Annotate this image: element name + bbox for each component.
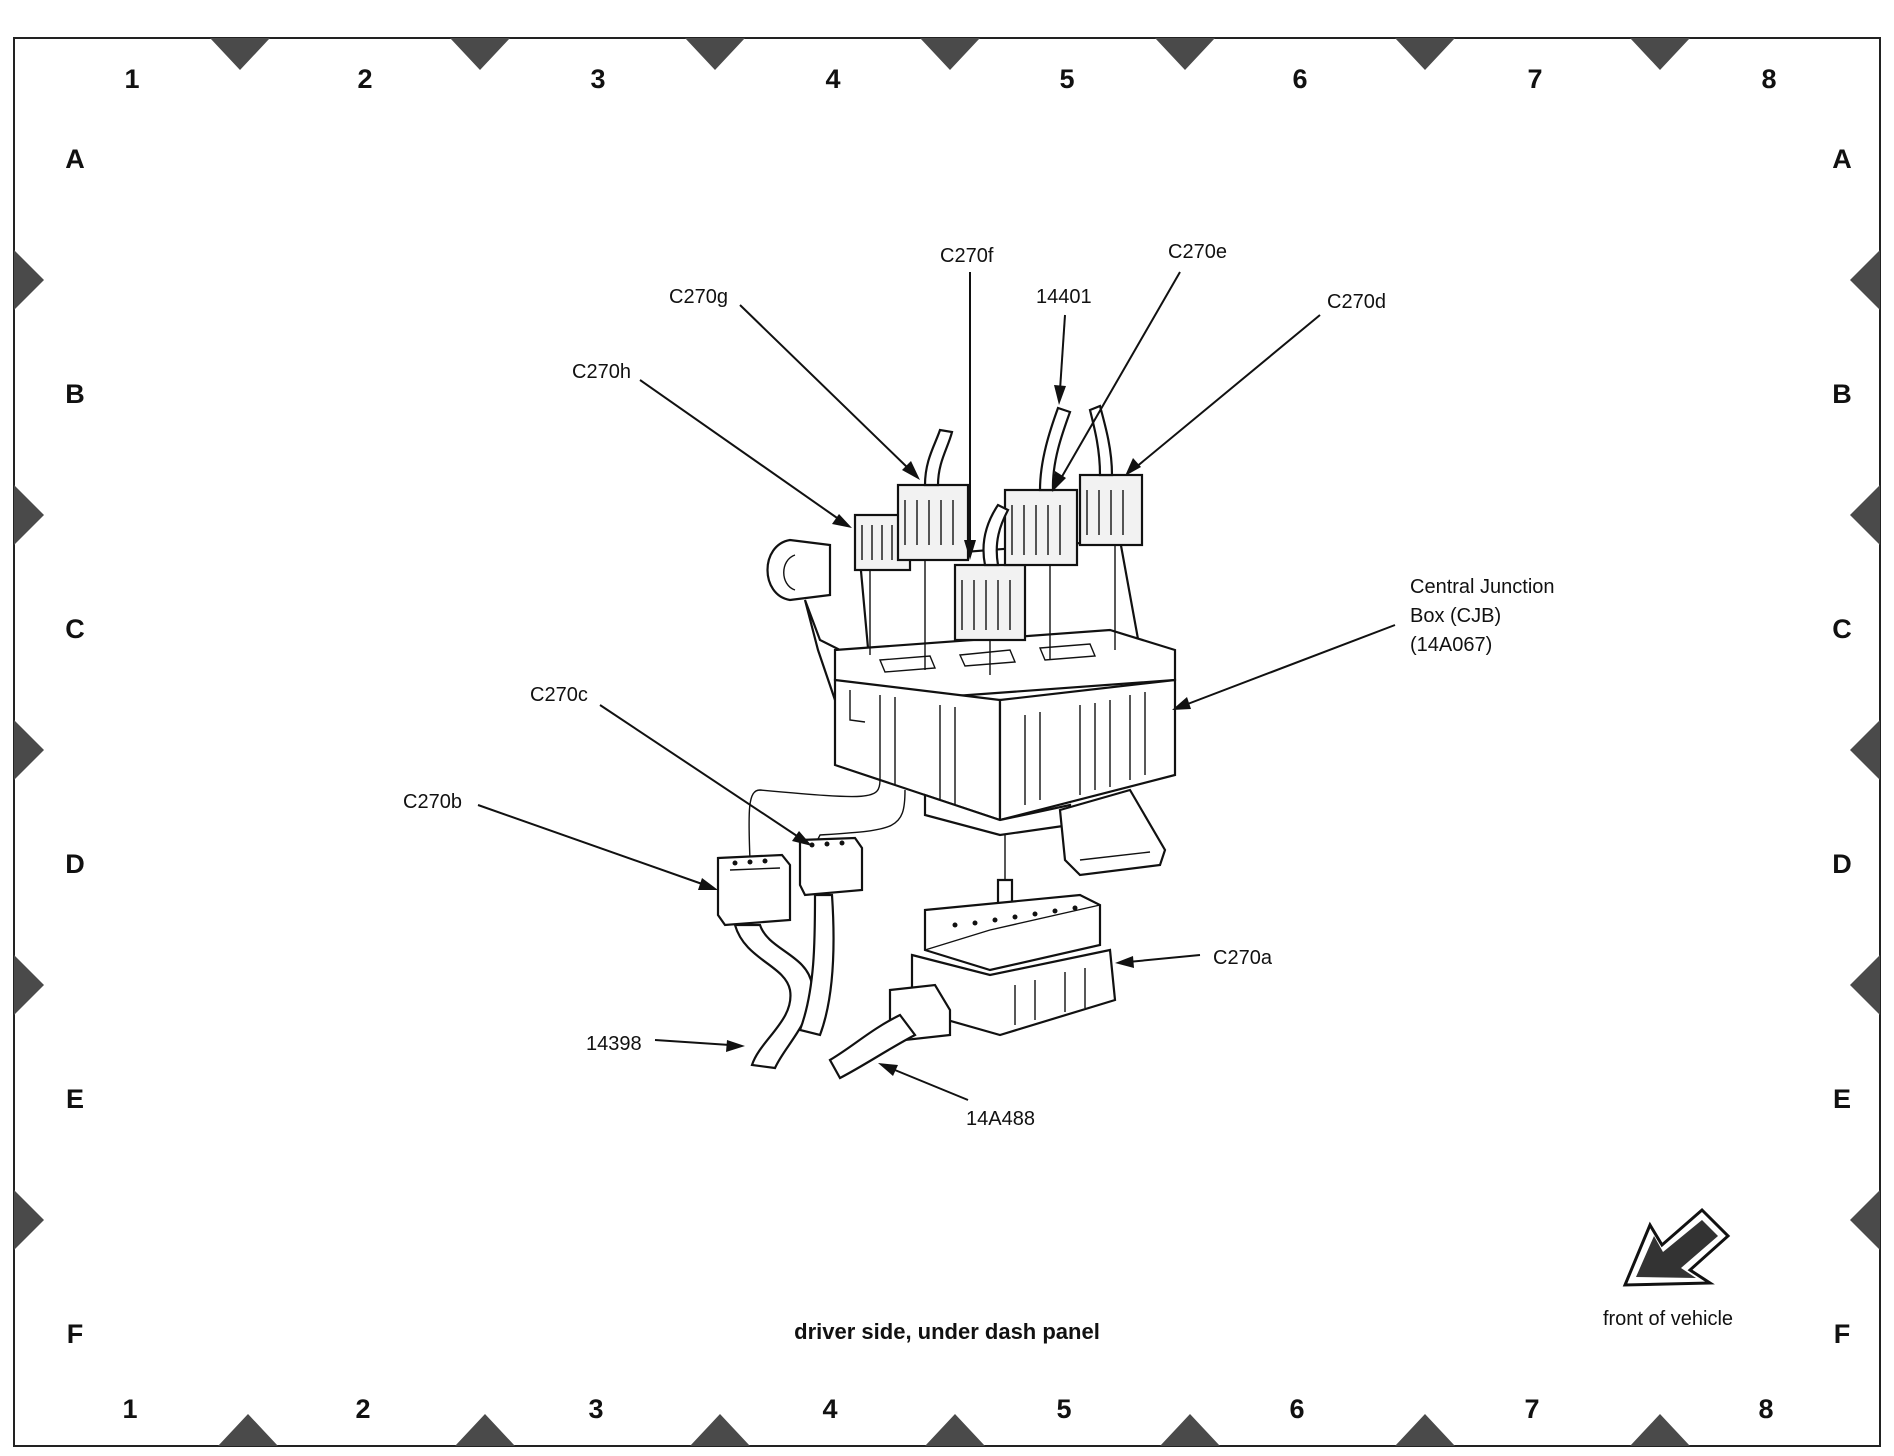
grid-col-2-top: 2 [357, 64, 372, 94]
grid-col-1-top: 1 [124, 64, 139, 94]
grid-row-a-right: A [1832, 144, 1852, 174]
front-of-vehicle-label: front of vehicle [1603, 1308, 1733, 1330]
central-junction-box [766, 404, 1177, 877]
bottom-column-labels: 1 2 3 4 5 6 7 8 [122, 1394, 1773, 1424]
label-c270d: C270d [1327, 291, 1386, 313]
grid-col-5-bottom: 5 [1056, 1394, 1071, 1424]
grid-col-4-top: 4 [825, 64, 840, 94]
label-cjb-line2: Box (CJB) [1410, 605, 1501, 627]
grid-col-3-bottom: 3 [588, 1394, 603, 1424]
grid-col-3-top: 3 [590, 64, 605, 94]
c270a-connector [828, 835, 1117, 1080]
callout-leaders [477, 271, 1396, 1101]
grid-col-1-bottom: 1 [122, 1394, 137, 1424]
grid-col-7-top: 7 [1527, 64, 1542, 94]
label-c270h: C270h [572, 361, 631, 383]
right-grid-markers [1850, 250, 1880, 1250]
grid-col-2-bottom: 2 [355, 1394, 370, 1424]
grid-col-8-top: 8 [1761, 64, 1776, 94]
top-grid-markers [210, 38, 1690, 70]
grid-row-d-right: D [1832, 849, 1852, 879]
label-c270e: C270e [1168, 241, 1227, 263]
top-column-labels: 1 2 3 4 5 6 7 8 [124, 64, 1776, 94]
grid-row-b-left: B [65, 379, 85, 409]
label-cjb-line3: (14A067) [1410, 634, 1492, 656]
label-c270b: C270b [403, 791, 462, 813]
label-c270c: C270c [530, 684, 588, 706]
callout-labels: C270f C270e C270g 14401 C270d C270h Cent… [403, 241, 1555, 1130]
grid-col-7-bottom: 7 [1524, 1394, 1539, 1424]
label-c270f: C270f [940, 245, 994, 267]
grid-col-6-top: 6 [1292, 64, 1307, 94]
label-cjb-line1: Central Junction [1410, 576, 1555, 598]
label-14a488: 14A488 [966, 1108, 1035, 1130]
grid-row-e-right: E [1833, 1084, 1851, 1114]
label-14401: 14401 [1036, 286, 1092, 308]
direction-arrow-icon [1622, 1207, 1731, 1287]
grid-row-b-right: B [1832, 379, 1852, 409]
label-c270g: C270g [669, 286, 728, 308]
label-c270a: C270a [1213, 947, 1273, 969]
left-grid-markers [14, 250, 44, 1250]
grid-col-6-bottom: 6 [1289, 1394, 1304, 1424]
grid-row-c-left: C [65, 614, 85, 644]
grid-col-4-bottom: 4 [822, 1394, 837, 1424]
left-row-labels: A B C D E F [65, 144, 85, 1349]
right-row-labels: A B C D E F [1832, 144, 1852, 1349]
grid-col-5-top: 5 [1059, 64, 1074, 94]
grid-row-f-right: F [1834, 1319, 1851, 1349]
grid-row-a-left: A [65, 144, 85, 174]
label-14398: 14398 [586, 1033, 642, 1055]
grid-row-c-right: C [1832, 614, 1852, 644]
grid-row-e-left: E [66, 1084, 84, 1114]
lower-connectors [716, 779, 906, 1070]
grid-row-d-left: D [65, 849, 85, 879]
diagram-caption: driver side, under dash panel [794, 1319, 1100, 1344]
grid-row-f-left: F [67, 1319, 84, 1349]
grid-col-8-bottom: 8 [1758, 1394, 1773, 1424]
bottom-grid-markers [218, 1414, 1690, 1446]
